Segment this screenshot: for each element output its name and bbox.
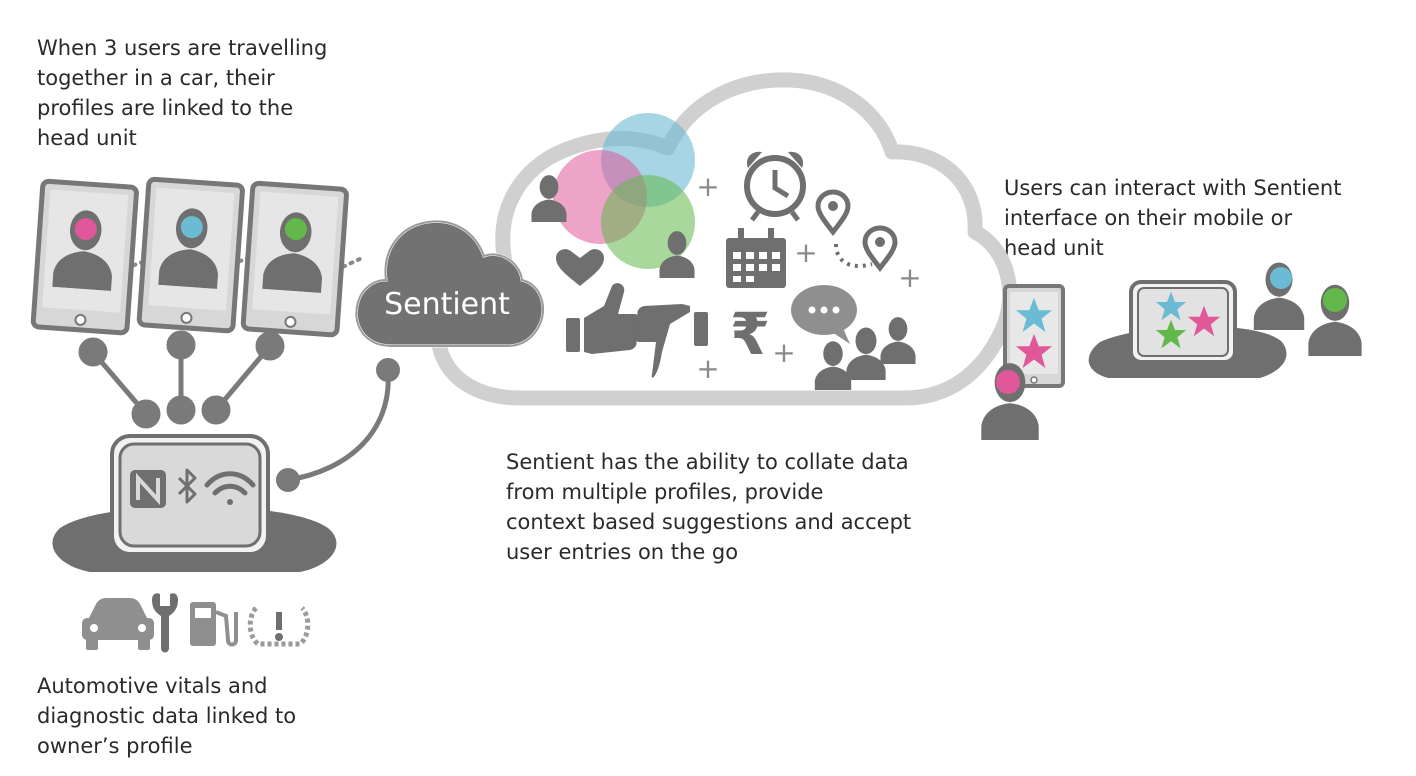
- sentient-label: Sentient: [384, 287, 510, 322]
- wrench-icon: [152, 593, 178, 653]
- caption-line: head unit: [37, 126, 137, 150]
- chat-bubble-icon: [791, 285, 857, 344]
- interact-caption: Users can interact with Sentient interfa…: [1004, 173, 1364, 263]
- plus-sign: +: [794, 236, 817, 269]
- vitals-caption: Automotive vitals and diagnostic data li…: [37, 671, 337, 761]
- plus-sign: +: [696, 352, 719, 385]
- caption-line: together in a car, their: [37, 66, 275, 90]
- caption-line: user entries on the go: [506, 540, 739, 564]
- sentient-cloud-outline: [430, 72, 1018, 406]
- caption-line: from multiple profiles, provide: [506, 480, 824, 504]
- phone-headunit-connectors: [78, 330, 285, 429]
- phone-pink-user: [30, 178, 139, 336]
- route-icon: [834, 225, 898, 273]
- connector-dot: [276, 468, 300, 492]
- sentient-cloud-badge: Sentient: [354, 219, 545, 348]
- tire-pressure-warning-icon: [247, 606, 311, 647]
- caption-line: context based suggestions and accept: [506, 510, 912, 534]
- caption-line: profiles are linked to the: [37, 96, 294, 120]
- user-color-dot: [1323, 288, 1347, 312]
- svg-text:₹: ₹: [730, 300, 770, 368]
- caption-line: Sentient has the ability to collate data: [506, 450, 909, 474]
- connector-dot: [376, 358, 400, 382]
- fuel-pump-icon: [190, 602, 238, 647]
- phone-blue-user: [136, 176, 245, 334]
- caption-line: head unit: [1004, 236, 1104, 260]
- wifi-icon: [204, 471, 256, 505]
- bluetooth-icon: [177, 468, 197, 504]
- rupee-icon: ₹: [730, 300, 770, 368]
- user-color-dot: [74, 218, 97, 241]
- user-color-dot: [1270, 267, 1292, 289]
- calendar-icon: [726, 228, 786, 288]
- caption-line: Users can interact with Sentient: [1004, 176, 1342, 200]
- caption-line: interface on their mobile or: [1004, 206, 1293, 230]
- user-color-dot: [996, 370, 1020, 394]
- caption-line: When 3 users are travelling: [37, 36, 328, 60]
- user-color-dot: [180, 216, 203, 239]
- profile-circle-green: [601, 175, 695, 269]
- plus-sign: +: [696, 170, 719, 203]
- mobile-phone-with-stars: [1003, 284, 1065, 388]
- collate-caption: Sentient has the ability to collate data…: [506, 447, 926, 567]
- head-unit-left: [52, 434, 337, 572]
- head-unit-right: [1088, 280, 1287, 378]
- caption-line: owner’s profile: [37, 734, 193, 758]
- thumbs-up-icon: [566, 283, 641, 354]
- cloud-to-headunit-connector: [287, 371, 391, 483]
- caption-line: Automotive vitals and: [37, 674, 268, 698]
- caption-line: diagnostic data linked to: [37, 704, 297, 728]
- thumbs-down-icon: [633, 304, 708, 378]
- heart-icon: [556, 249, 604, 286]
- location-pin-icon: [815, 189, 851, 237]
- plus-sign: +: [772, 336, 795, 369]
- car-icon: [82, 598, 154, 650]
- plus-sign: +: [898, 261, 921, 294]
- user-color-dot: [284, 218, 307, 241]
- phone-green-user: [240, 180, 349, 338]
- alarm-clock-icon: [744, 151, 806, 222]
- linked-profiles-caption: When 3 users are travelling together in …: [37, 33, 357, 153]
- nfc-icon: [130, 470, 166, 508]
